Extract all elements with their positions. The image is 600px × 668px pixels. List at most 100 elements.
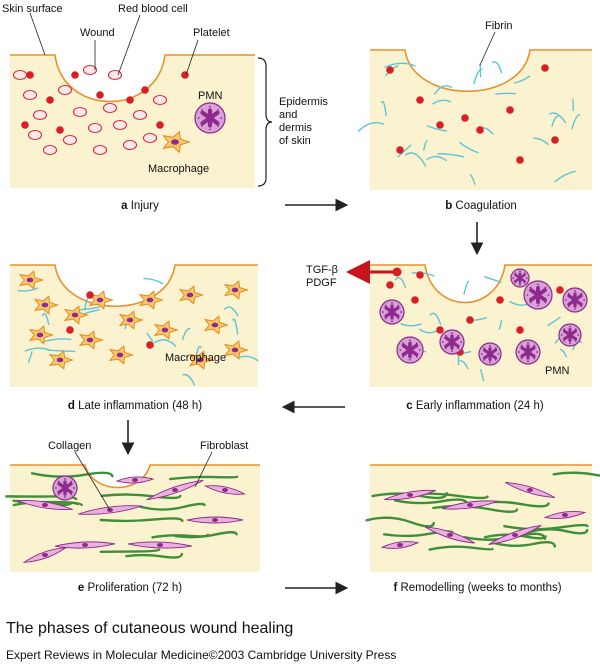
red-blood-cell bbox=[82, 64, 98, 76]
macrophage-nucleus bbox=[161, 327, 169, 333]
caption-a-letter: a bbox=[121, 200, 128, 212]
label-pdgf: PDGF bbox=[306, 277, 337, 289]
pmn-granule bbox=[544, 286, 547, 289]
pmn-granule bbox=[526, 294, 529, 296]
pmn-granule bbox=[574, 290, 576, 292]
pmn-granule bbox=[563, 328, 566, 331]
fibrin-strand bbox=[491, 61, 503, 74]
pmn-granule bbox=[580, 292, 583, 295]
pmn-granule bbox=[70, 493, 73, 496]
pointer-fibroblast bbox=[194, 451, 213, 488]
platelet bbox=[146, 341, 154, 349]
fibrin-strand bbox=[357, 122, 385, 132]
dermis-b bbox=[370, 50, 592, 190]
pmn-granule bbox=[70, 480, 73, 483]
label-skin-surface: Skin surface bbox=[2, 3, 63, 15]
pmn-granule bbox=[519, 283, 521, 286]
skin-tissue-f bbox=[365, 464, 600, 572]
skin-surface-line-a bbox=[10, 54, 255, 103]
platelet bbox=[141, 86, 149, 94]
fibrin-strand bbox=[483, 276, 502, 284]
skin-tissue-d bbox=[10, 264, 259, 387]
macrophage-nucleus bbox=[96, 297, 104, 303]
fibrin-strand bbox=[231, 318, 239, 335]
figure-title: The phases of cutaneous wound healing bbox=[6, 620, 294, 637]
fibrin-strand bbox=[426, 125, 448, 132]
pmn-granule bbox=[527, 360, 529, 362]
pmn-granule bbox=[444, 334, 447, 337]
collagen-fiber bbox=[139, 502, 206, 511]
pmn-granule bbox=[415, 342, 418, 345]
fibrin-strand bbox=[480, 368, 485, 382]
fibroblast-nucleus bbox=[222, 488, 228, 492]
red-blood-cell bbox=[152, 94, 168, 106]
label-fibrin: Fibrin bbox=[485, 20, 513, 32]
platelet bbox=[516, 156, 524, 164]
red-blood-cell bbox=[132, 109, 148, 121]
collagen-fiber bbox=[428, 545, 494, 551]
skin-surface-line-b bbox=[370, 49, 592, 92]
fibroblast-nucleus bbox=[397, 543, 403, 547]
platelet bbox=[466, 316, 474, 324]
pmn-granule bbox=[57, 493, 60, 496]
pmn-granule bbox=[480, 353, 483, 355]
platelet bbox=[26, 71, 34, 79]
fibroblast-nucleus bbox=[157, 543, 163, 547]
collagen-fiber bbox=[30, 471, 114, 478]
pmn-granule bbox=[397, 304, 400, 307]
caption-e-letter: e bbox=[77, 582, 85, 594]
skin-layer-bracket bbox=[257, 57, 273, 187]
pmn-granule bbox=[519, 270, 521, 273]
pmn-granule bbox=[442, 341, 444, 343]
collagen-fiber bbox=[168, 475, 239, 481]
caption-d: d Late inflammation (48 h) bbox=[0, 400, 270, 412]
platelet bbox=[516, 326, 524, 334]
pmn-granule bbox=[514, 272, 517, 275]
platelet bbox=[386, 66, 394, 74]
collagen-fiber bbox=[125, 552, 184, 559]
fibroblast-nucleus bbox=[467, 503, 473, 507]
pmn-nucleus bbox=[384, 304, 400, 320]
macrophage-nucleus bbox=[196, 357, 204, 363]
macrophage-nucleus bbox=[231, 287, 239, 293]
fibroblast-nucleus bbox=[132, 478, 138, 482]
macrophage-nucleus bbox=[71, 312, 79, 318]
red-blood-cell bbox=[27, 129, 43, 141]
pmn-granule bbox=[457, 334, 460, 337]
red-blood-cell bbox=[22, 89, 38, 101]
pmn-granule bbox=[451, 350, 453, 352]
caption-c-text: Early inflammation (24 h) bbox=[415, 400, 544, 412]
fibrin-strand bbox=[498, 319, 503, 331]
pmn-granule bbox=[529, 286, 532, 289]
fibrin-strand bbox=[43, 338, 72, 343]
fibroblast-nucleus bbox=[562, 513, 568, 517]
pmn-nucleus bbox=[401, 341, 419, 359]
fibrin-strand bbox=[223, 306, 239, 317]
platelet bbox=[541, 64, 549, 72]
pmn-granule bbox=[418, 349, 421, 351]
fibrin-strand bbox=[82, 306, 100, 310]
fibrin-strand bbox=[47, 349, 76, 353]
fibrin-strand bbox=[554, 170, 576, 183]
platelet bbox=[461, 114, 469, 122]
red-blood-cell bbox=[107, 69, 123, 81]
macrophage-nucleus bbox=[56, 357, 64, 363]
fibroblast-nucleus bbox=[172, 488, 178, 492]
pmn-granule bbox=[569, 342, 571, 345]
label-collagen: Collagen bbox=[48, 440, 92, 452]
macrophage-nucleus bbox=[211, 322, 219, 328]
label-pmn-a: PMN bbox=[198, 90, 223, 102]
pointer-collagen bbox=[74, 451, 111, 511]
platelet bbox=[386, 281, 394, 289]
pointer-fibrin bbox=[479, 31, 496, 66]
fibrin-strand bbox=[143, 277, 164, 285]
platelet bbox=[496, 296, 504, 304]
macrophage-nucleus bbox=[231, 347, 239, 353]
pmn-granule bbox=[567, 305, 570, 308]
fibrin-strand bbox=[571, 114, 581, 130]
fibrin-strand bbox=[400, 323, 422, 327]
fibrin-strand bbox=[380, 100, 387, 117]
fibrin-strand bbox=[533, 137, 549, 146]
pmn-granule bbox=[64, 496, 66, 498]
fibrin-strand bbox=[495, 92, 516, 95]
